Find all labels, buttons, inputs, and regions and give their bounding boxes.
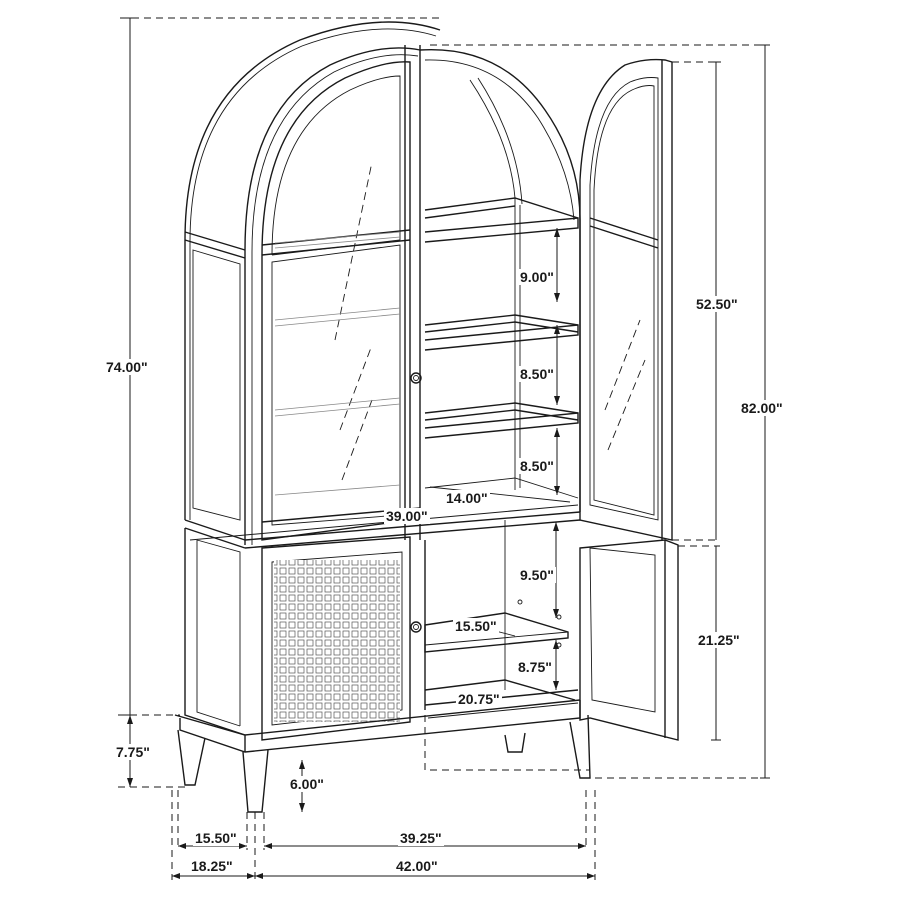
dim-label-overall-height: 74.00" bbox=[104, 359, 150, 375]
dim-label-overall-height-open-door: 82.00" bbox=[739, 400, 785, 416]
dim-label-upper-width: 39.00" bbox=[384, 508, 430, 524]
dim-label-lower-shelf-gap-bottom: 8.75" bbox=[516, 659, 554, 675]
dim-label-shelf-gap-3: 8.50" bbox=[518, 458, 556, 474]
dim-label-lower-shelf-depth: 15.50" bbox=[453, 618, 499, 634]
dim-label-lower-interior-width: 20.75" bbox=[456, 691, 502, 707]
dim-label-base-height: 7.75" bbox=[114, 744, 152, 760]
dim-label-overall-depth: 18.25" bbox=[189, 858, 235, 874]
dim-label-overall-width: 42.00" bbox=[394, 858, 440, 874]
dim-label-lower-shelf-gap-top: 9.50" bbox=[518, 567, 556, 583]
dim-label-lower-door-height: 21.25" bbox=[696, 632, 742, 648]
dim-label-shelf-gap-2: 8.50" bbox=[518, 366, 556, 382]
dim-label-shelf-gap-1: 9.00" bbox=[518, 269, 556, 285]
cane-pattern bbox=[274, 560, 400, 722]
dim-label-upper-door-height: 52.50" bbox=[694, 296, 740, 312]
cabinet-body bbox=[174, 21, 591, 813]
dim-label-floor-clearance: 6.00" bbox=[288, 776, 326, 792]
dim-label-upper-interior-depth: 14.00" bbox=[444, 490, 490, 506]
dim-label-leg-depth: 15.50" bbox=[193, 830, 239, 846]
open-right-doors bbox=[579, 58, 679, 741]
dim-label-leg-width: 39.25" bbox=[398, 830, 444, 846]
